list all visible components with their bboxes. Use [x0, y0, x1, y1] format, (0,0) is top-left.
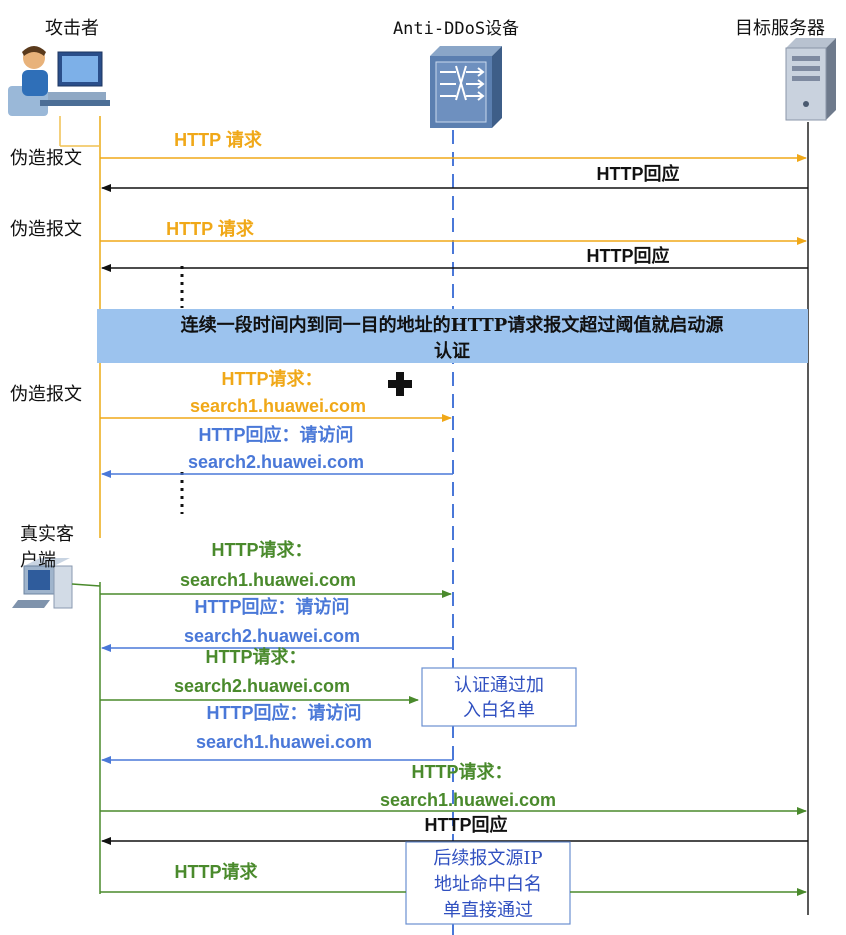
real-client-label: 户端: [20, 550, 56, 571]
attacker-at-computer-icon: [8, 46, 110, 116]
message-label: HTTP请求：: [412, 761, 513, 782]
message-label: HTTP 请求: [174, 129, 263, 150]
real-client-label: 真实客: [20, 524, 74, 545]
banner-line-2: 认证: [434, 340, 470, 362]
forged-packet-label: 伪造报文: [10, 384, 82, 405]
message-label: HTTP回应: [587, 245, 670, 266]
banner-line-1: 连续一段时间内到同一目的地址的HTTP请求报文超过阈值就启动源: [181, 314, 724, 336]
message-label: search1.huawei.com: [190, 396, 366, 416]
client-connector: [71, 583, 101, 587]
forged-packet-label: 伪造报文: [10, 219, 82, 240]
message-label: HTTP 请求: [166, 218, 255, 239]
passthrough-note-line: 单直接通过: [443, 900, 533, 921]
plus-cross-icon: [388, 372, 412, 396]
message-label: HTTP请求: [175, 861, 259, 882]
whitelist-note-line: 入白名单: [463, 700, 535, 721]
message-label: HTTP请求：: [212, 539, 313, 560]
message-label: search1.huawei.com: [380, 790, 556, 810]
attacker-title: 攻击者: [45, 18, 99, 39]
message-label: HTTP回应：请访问: [195, 596, 350, 617]
passthrough-note: [405, 841, 571, 925]
message-label: HTTP回应: [597, 163, 680, 184]
forged-packet-label: 伪造报文: [10, 148, 82, 169]
message-label: search2.huawei.com: [188, 452, 364, 472]
whitelist-note-line: 认证通过加: [454, 675, 544, 696]
passthrough-note-line: 地址命中白名: [434, 874, 542, 895]
message-label: HTTP请求：: [222, 368, 323, 389]
passthrough-note-line: 后续报文源IP: [433, 848, 542, 869]
message-label: HTTP回应：请访问: [207, 702, 362, 723]
device-title: Anti-DDoS设备: [393, 19, 519, 39]
anti-ddos-device-icon: [430, 46, 502, 128]
message-label: search1.huawei.com: [180, 570, 356, 590]
server-title: 目标服务器: [735, 18, 825, 39]
message-label: HTTP回应: [425, 814, 508, 835]
whitelist-note: [421, 667, 577, 727]
message-label: HTTP回应：请访问: [199, 424, 354, 445]
server-tower-icon: [785, 38, 836, 121]
message-label: search2.huawei.com: [184, 626, 360, 646]
message-label: HTTP请求：: [206, 646, 307, 667]
client-computer-icon: [12, 558, 73, 609]
message-label: search1.huawei.com: [196, 732, 372, 752]
threshold-banner: [97, 309, 808, 363]
message-label: search2.huawei.com: [174, 676, 350, 696]
